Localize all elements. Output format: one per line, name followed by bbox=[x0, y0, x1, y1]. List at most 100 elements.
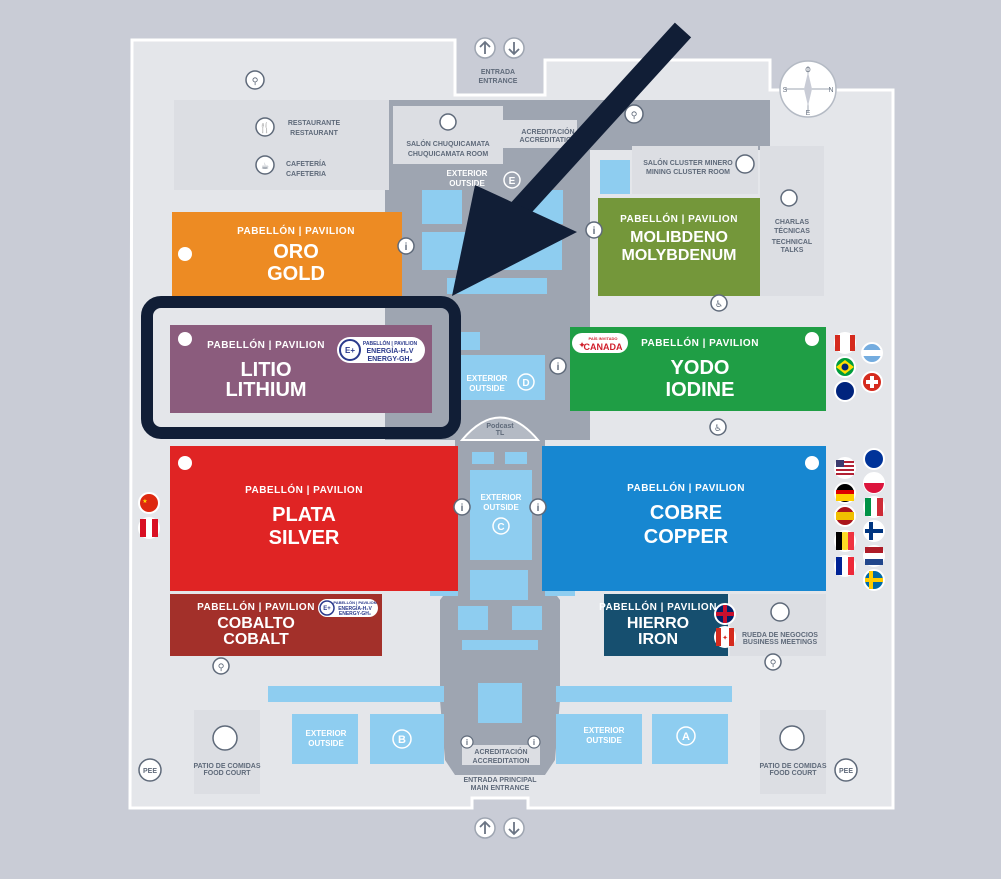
svg-text:ENERGY-GH₂: ENERGY-GH₂ bbox=[367, 356, 412, 363]
flag-netherlands-icon bbox=[863, 545, 885, 567]
cafe-pin-icon bbox=[178, 247, 192, 261]
pavilion-yodo-name-es: YODO bbox=[671, 357, 730, 379]
flag-belgium-icon bbox=[834, 530, 856, 552]
energy-pavilion-badge: E+ PABELLÓN | PAVILION ENERGÍA-H₂V ENERG… bbox=[337, 337, 425, 363]
food-right-label-es: PATIO DE COMIDAS bbox=[759, 763, 826, 770]
dome bbox=[459, 416, 541, 441]
exterior-a: EXTERIOR OUTSIDE A bbox=[584, 726, 696, 746]
accreditation-main-box bbox=[462, 745, 540, 765]
svg-text:OUTSIDE: OUTSIDE bbox=[483, 503, 519, 512]
restroom-icon: ♿ bbox=[710, 294, 728, 312]
svg-text:★: ★ bbox=[142, 498, 147, 505]
svg-text:OUTSIDE: OUTSIDE bbox=[308, 739, 344, 748]
arrow-down-icon bbox=[508, 822, 520, 836]
svg-text:✦: ✦ bbox=[722, 634, 728, 642]
flag-china-icon: ★ bbox=[138, 492, 160, 514]
flag-poland-icon bbox=[863, 472, 885, 494]
pavilion-molibdeno-name-es: MOLIBDENO bbox=[630, 229, 728, 246]
pavilion-header: PABELLÓN | PAVILION bbox=[207, 338, 325, 351]
podcast-label-tl: TL bbox=[496, 430, 505, 437]
cafeteria-icon: ☕ bbox=[255, 155, 275, 175]
outside-block bbox=[292, 714, 358, 764]
restroom-icon: ♿ bbox=[709, 418, 727, 436]
outside-block bbox=[470, 470, 532, 560]
flag-france-icon bbox=[834, 555, 856, 577]
outside-block bbox=[652, 714, 728, 764]
svg-text:i: i bbox=[557, 362, 560, 373]
pavilion-cobre[interactable]: PABELLÓN | PAVILION COBRE COPPER bbox=[542, 446, 826, 591]
info-icon: i bbox=[460, 735, 474, 749]
pavilion-header: PABELLÓN | PAVILION bbox=[620, 212, 738, 225]
outside-block bbox=[422, 190, 462, 224]
flag-argentina-icon bbox=[861, 342, 883, 364]
restaurant-block bbox=[174, 100, 389, 190]
outside-zones bbox=[268, 160, 732, 764]
info-icon: i bbox=[453, 498, 471, 516]
pavilion-cobre-name-en: COPPER bbox=[644, 526, 729, 548]
outside-block bbox=[478, 683, 522, 723]
outside-block bbox=[505, 452, 527, 464]
flag-canada-icon: ✦ bbox=[714, 626, 736, 648]
pavilion-yodo[interactable]: PABELLÓN | PAVILION YODO IODINE PAÍS INV… bbox=[570, 327, 826, 411]
svg-text:⚲: ⚲ bbox=[631, 110, 638, 120]
chuquicamata-label-en: CHUQUICAMATA ROOM bbox=[408, 151, 489, 158]
svg-text:♿: ♿ bbox=[714, 423, 722, 433]
svg-text:OUTSIDE: OUTSIDE bbox=[449, 179, 485, 188]
chuquicamata-room-icon bbox=[439, 113, 457, 131]
main-entrance-arrows bbox=[474, 817, 525, 839]
flag-sweden-icon bbox=[863, 569, 885, 591]
energy-pavilion-badge-small: E+ PABELLÓN | PAVILION ENERGÍA-H₂V ENERG… bbox=[318, 599, 378, 617]
outside-block bbox=[268, 686, 444, 702]
restroom-icon: ⚲ bbox=[245, 70, 265, 90]
maple-leaf-icon: ✦ bbox=[578, 340, 586, 350]
pavilion-hierro[interactable]: PABELLÓN | PAVILION HIERRO IRON bbox=[599, 594, 728, 656]
pavilion-molibdeno-name-en: MOLYBDENUM bbox=[622, 247, 737, 264]
pavilion-cobalto-name-en: COBALT bbox=[223, 631, 289, 648]
pavilion-litio[interactable]: PABELLÓN | PAVILION LITIO LITHIUM E+ PAB… bbox=[170, 325, 432, 413]
restaurant-icon: 🍴 bbox=[255, 117, 275, 137]
main-entrance-label-es: ENTRADA PRINCIPAL bbox=[463, 777, 537, 784]
info-icon: i bbox=[549, 357, 567, 375]
svg-text:EXTERIOR: EXTERIOR bbox=[467, 374, 508, 383]
restaurant-label-en: RESTAURANT bbox=[290, 130, 338, 137]
restroom-icon: ⚲ bbox=[764, 653, 782, 671]
flag-australia-icon bbox=[834, 380, 856, 402]
food-left-label-en: FOOD COURT bbox=[203, 770, 251, 777]
pavilion-yodo-name-en: IODINE bbox=[666, 379, 735, 401]
svg-text:EXTERIOR: EXTERIOR bbox=[447, 169, 488, 178]
svg-text:ENERGÍA-H₂V: ENERGÍA-H₂V bbox=[366, 346, 413, 355]
restaurant-label-es: RESTAURANTE bbox=[288, 120, 341, 127]
pavilion-hierro-area bbox=[604, 594, 728, 656]
svg-text:i: i bbox=[466, 738, 468, 747]
top-entrance-arrows bbox=[474, 37, 525, 59]
business-label-es: RUEDA DE NEGOCIOS bbox=[742, 632, 818, 639]
cafeteria-label-en: CAFETERIA bbox=[286, 171, 326, 178]
pavilion-litio-name-en: LITHIUM bbox=[225, 379, 306, 401]
pavilion-molibdeno[interactable]: PABELLÓN | PAVILION MOLIBDENO MOLYBDENUM bbox=[598, 198, 760, 296]
outside-block bbox=[512, 606, 542, 630]
technical-talks-area bbox=[760, 146, 824, 296]
compass-icon: O E S N bbox=[779, 60, 837, 118]
info-icon: i bbox=[527, 735, 541, 749]
pavilion-plata[interactable]: PABELLÓN | PAVILION PLATA SILVER bbox=[170, 446, 458, 591]
arrow-up-icon bbox=[479, 820, 491, 834]
food-court-icon bbox=[779, 725, 805, 751]
svg-text:⚲: ⚲ bbox=[218, 662, 225, 672]
pavilion-hierro-name-es: HIERRO bbox=[627, 615, 689, 632]
svg-text:OUTSIDE: OUTSIDE bbox=[586, 736, 622, 745]
outside-block bbox=[458, 606, 488, 630]
mining-cluster-label-en: MINING CLUSTER ROOM bbox=[646, 169, 730, 176]
pavilion-molibdeno-area bbox=[598, 198, 760, 296]
pavilion-oro-name-es: ORO bbox=[273, 241, 319, 263]
svg-text:O: O bbox=[805, 67, 811, 74]
mining-cluster-icon bbox=[735, 154, 755, 174]
info-icon: i bbox=[585, 221, 603, 239]
pavilion-cobalto[interactable]: PABELLÓN | PAVILION COBALTO COBALT E+ PA… bbox=[170, 594, 382, 656]
pavilion-cobre-area bbox=[542, 446, 826, 591]
flag-spain-icon bbox=[834, 505, 856, 527]
pavilion-oro[interactable]: PABELLÓN | PAVILION ORO GOLD bbox=[172, 212, 402, 298]
pavilion-plata-area bbox=[170, 446, 458, 591]
svg-text:☕: ☕ bbox=[261, 161, 269, 171]
country-flags: ★ ✦ bbox=[138, 332, 885, 648]
chuquicamata-label-es: SALÓN CHUQUICAMATA bbox=[406, 139, 489, 148]
